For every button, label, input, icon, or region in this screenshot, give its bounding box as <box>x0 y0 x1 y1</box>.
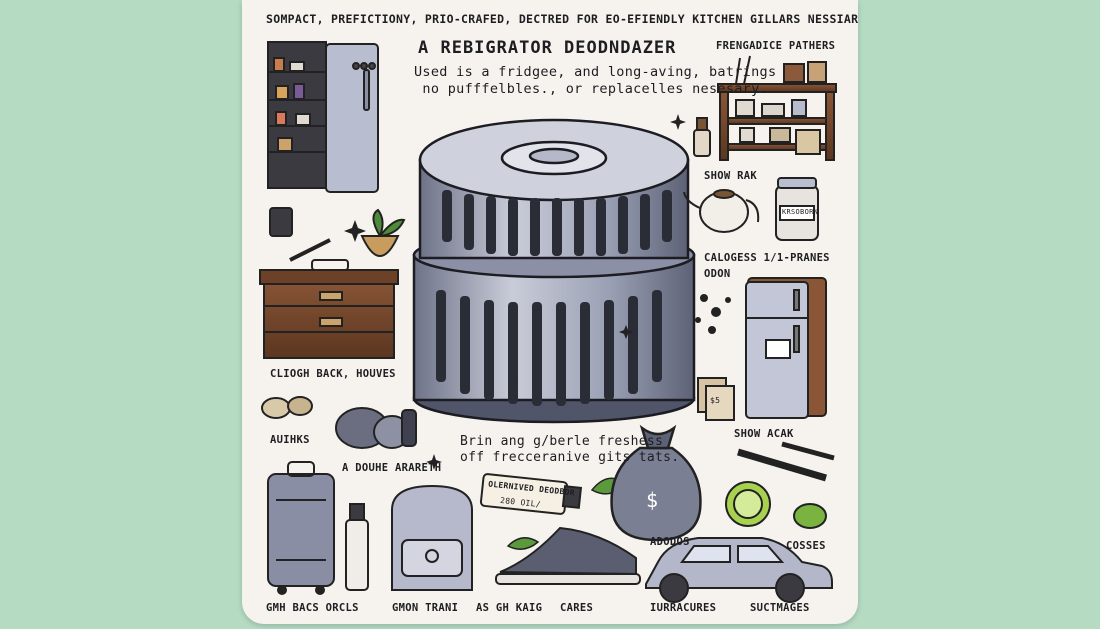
luggage-icon <box>267 461 335 595</box>
label-calogess: CALOGESS 1/1-PRANES <box>704 252 830 264</box>
label-suctmages: SUCTMAGES <box>750 602 810 614</box>
poster-card: SOMPACT, PREFICTIONY, PRIO-CRAFED, DECTR… <box>242 0 858 624</box>
car-icon <box>645 537 833 603</box>
label-auihks: AUIHKS <box>270 434 310 446</box>
jar-label: KRSOBORN <box>782 208 819 216</box>
gloves-icon <box>335 407 417 449</box>
open-fridge-icon <box>267 41 379 193</box>
poster-header: SOMPACT, PREFICTIONY, PRIO-CRAFED, DECTR… <box>266 12 858 26</box>
small-bottle-icon <box>693 117 711 157</box>
poster-subtitle: Used is a fridgee, and long-aving, batri… <box>414 64 777 97</box>
mini-fridge-icon <box>745 277 827 419</box>
wooden-chest-icon <box>259 259 399 359</box>
potted-plant-icon <box>360 208 406 257</box>
sparkle-icon <box>344 114 686 470</box>
label-show-rak: SHOW RAK <box>704 170 757 182</box>
tag-symbol: $5 <box>710 396 721 405</box>
poster-title: A REBIGRATOR DEODNDAZER <box>418 38 677 58</box>
label-adodos: ADODOS <box>650 536 690 548</box>
spice-jar-icon <box>269 207 331 262</box>
label-iurracures: IURRACURES <box>650 602 717 614</box>
device-vent-slots <box>436 190 672 406</box>
backpack-icon <box>391 484 473 591</box>
money-bag-icon <box>610 424 702 542</box>
label-a-douhe: A DOUHE ARARETH <box>342 462 442 474</box>
center-tagline: Brin ang g/berle freshess off freccerani… <box>460 434 680 465</box>
deodorizer-tube-icon <box>479 473 583 515</box>
label-gmh-bacs: GMH BACS ORCLS <box>266 602 359 614</box>
sneaker-icon <box>495 526 641 585</box>
teapot-icon <box>683 189 760 233</box>
pinecone-icon <box>261 396 313 419</box>
label-as-gh-kaig: AS GH KAIG <box>476 602 543 614</box>
label-fragrance-patters: FRENGADICE PATHERS <box>716 40 836 52</box>
tag-icon <box>697 377 735 421</box>
label-cares: CARES <box>560 602 594 614</box>
label-cliogh-back: CLIOGH BACK, HOUVES <box>270 368 396 380</box>
spray-bottle-icon <box>345 503 369 591</box>
label-odon: ODON <box>704 268 731 280</box>
jar-icon <box>775 177 819 241</box>
label-cosses: COSSES <box>786 540 826 552</box>
kitchen-shelf-icon <box>717 55 837 161</box>
lime-icon <box>725 481 827 529</box>
pen-icon <box>737 441 835 482</box>
label-gmon-trani: GMON TRANI <box>392 602 459 614</box>
bubbles-icon <box>695 294 731 334</box>
bag-symbol: $ <box>646 488 659 512</box>
label-show-acak: SHOW ACAK <box>734 428 794 440</box>
poster-illustration <box>259 41 837 603</box>
